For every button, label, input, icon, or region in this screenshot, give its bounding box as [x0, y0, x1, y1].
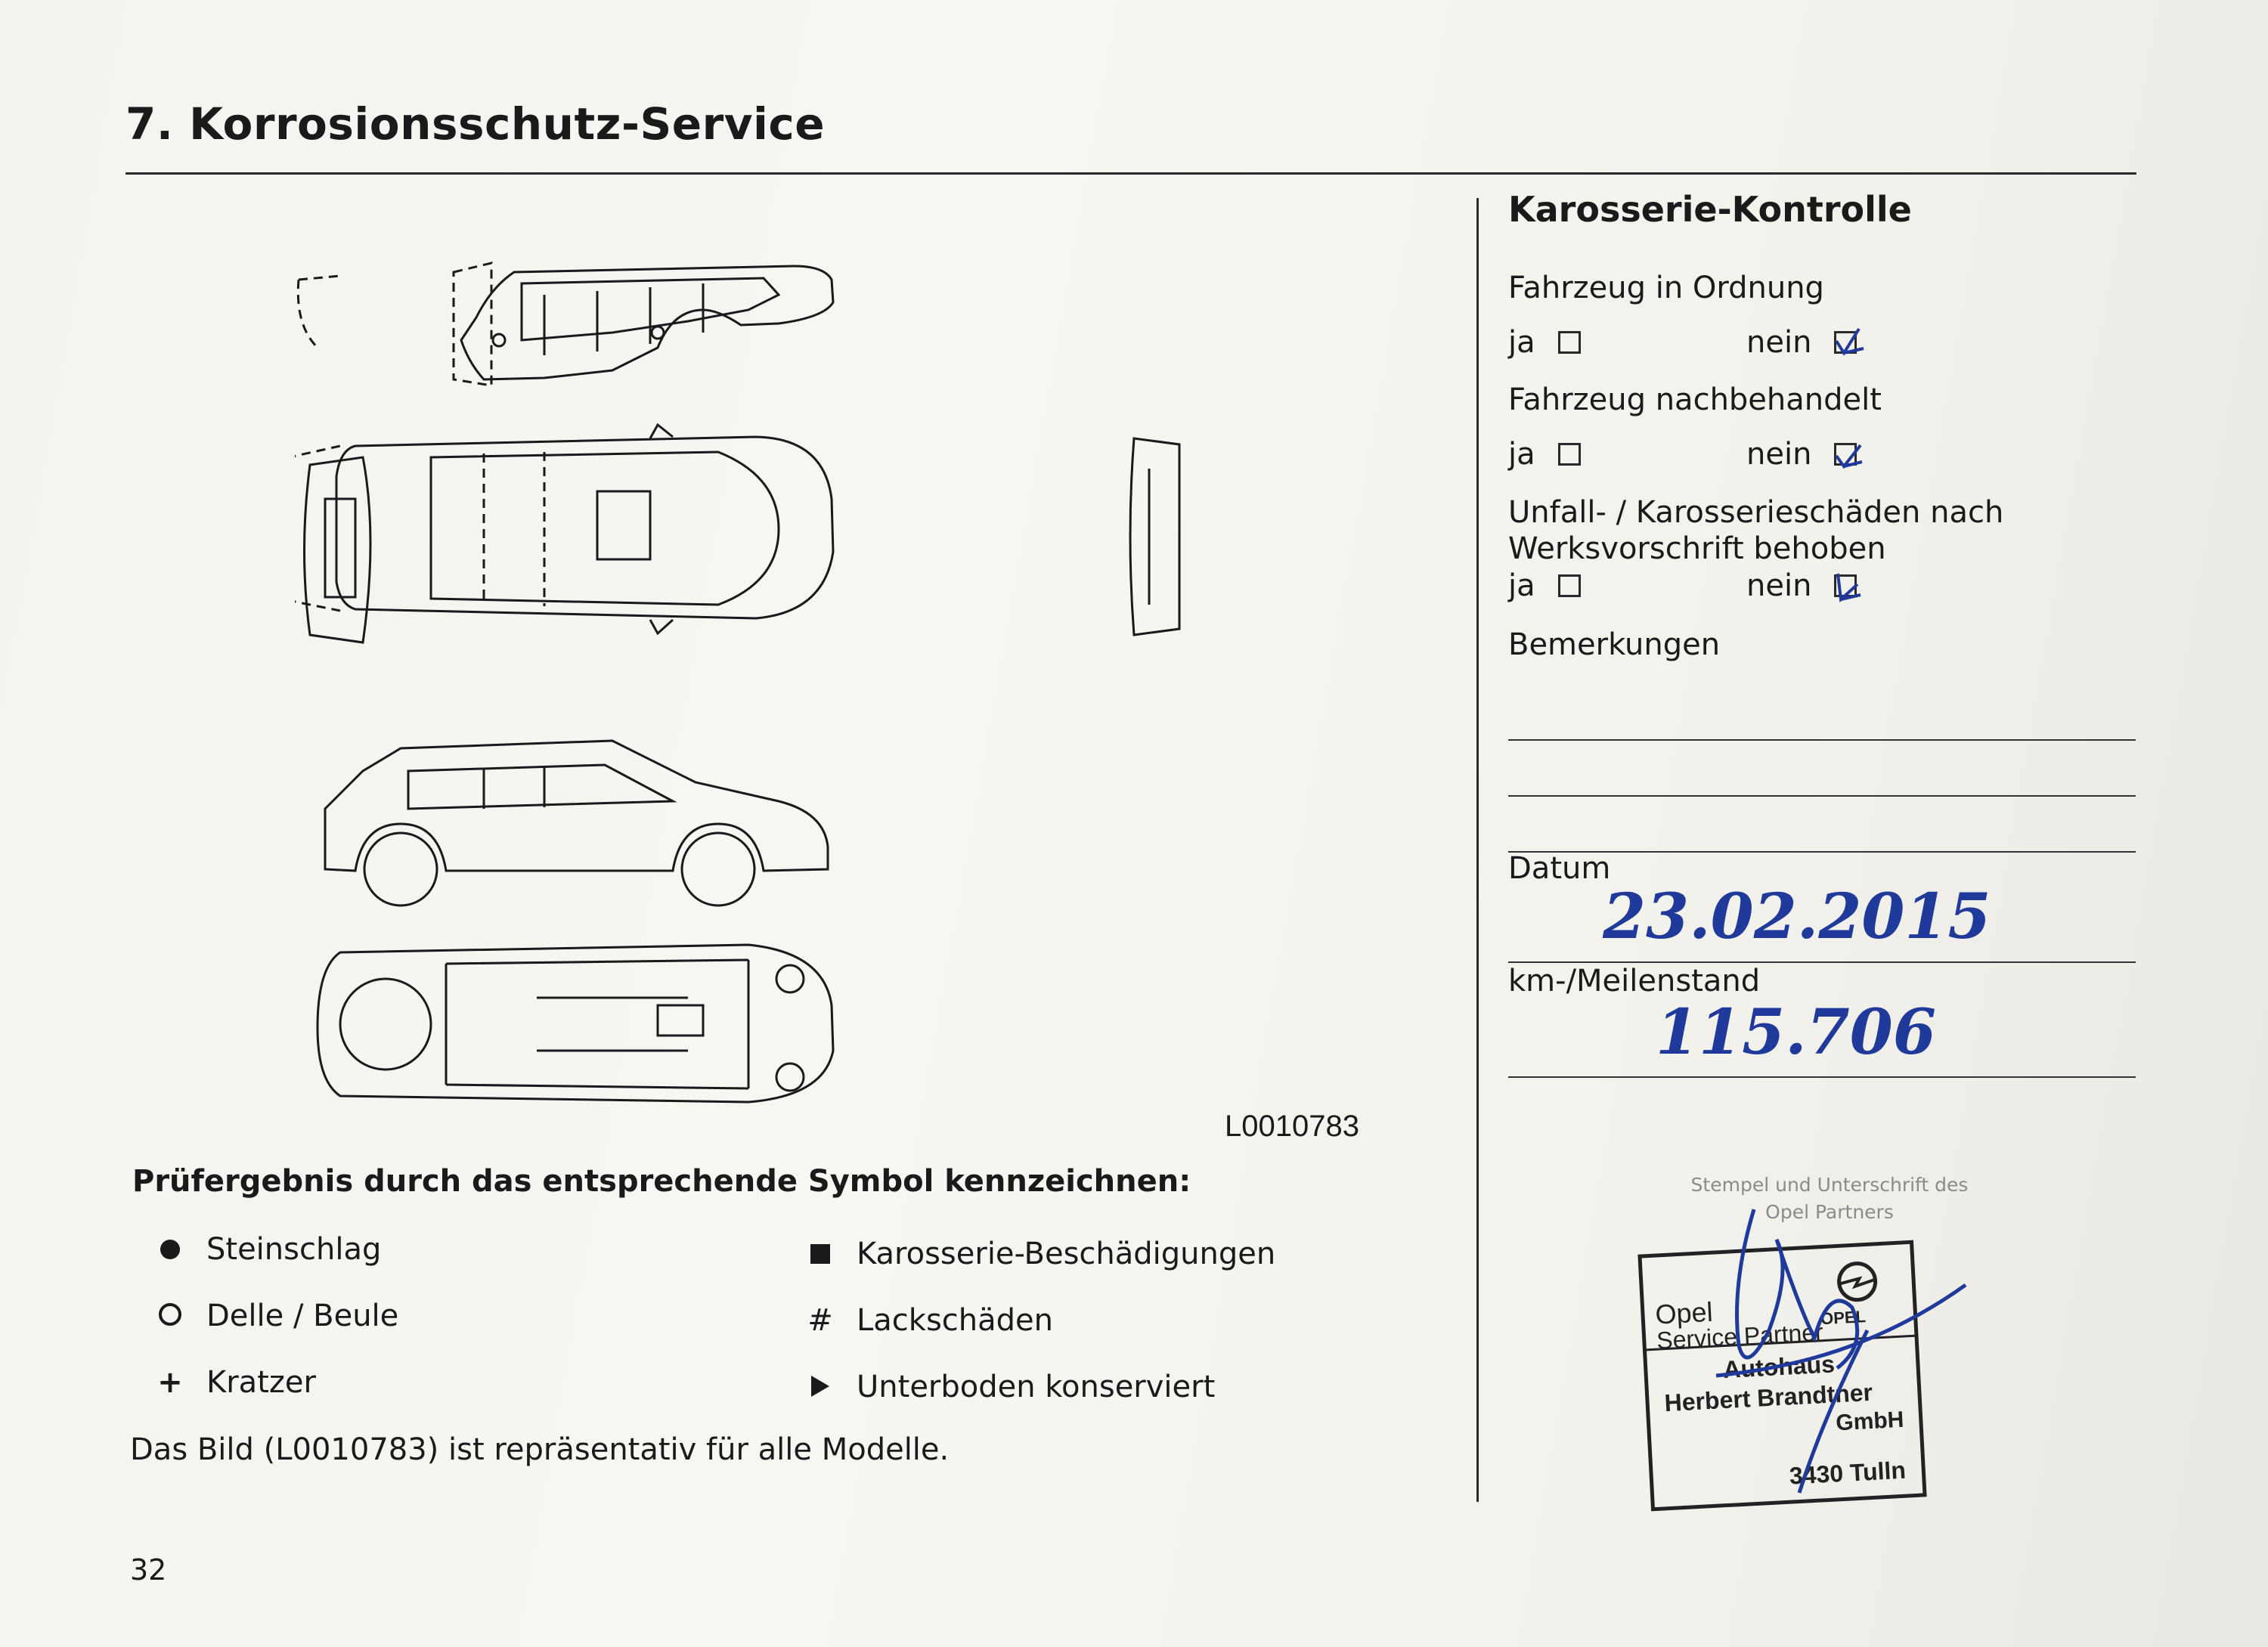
- signature-mark: [1715, 1209, 1967, 1494]
- plus-icon: +: [157, 1365, 183, 1400]
- dealer-stamp: OPEL Opel Service Partner Autohaus Herbe…: [1637, 1240, 1927, 1512]
- no-checkbox[interactable]: [1834, 443, 1863, 469]
- legend-item-delle-beule: Delle / Beule: [147, 1299, 398, 1333]
- mileage-label: km-/Meilenstand: [1508, 964, 1761, 998]
- opel-logo-icon: [1837, 1262, 1878, 1302]
- yes-label: ja: [1508, 568, 1535, 603]
- check-mark-icon: [1835, 327, 1864, 356]
- answer-row-1: ja nein: [1508, 325, 1962, 360]
- filled-square-icon: [810, 1244, 830, 1264]
- car-rear-view: [1129, 437, 1181, 636]
- legend-label: Delle / Beule: [206, 1299, 399, 1333]
- date-label: Datum: [1508, 851, 1611, 886]
- car-side-view: [324, 739, 829, 907]
- figure-code: L0010783: [1225, 1110, 1359, 1143]
- hash-icon: #: [807, 1303, 833, 1338]
- remarks-label: Bemerkungen: [1508, 627, 1721, 662]
- answer-row-2: ja nein: [1508, 437, 1962, 472]
- legend-label: Lackschäden: [857, 1303, 1053, 1338]
- remarks-line[interactable]: [1508, 851, 2136, 853]
- question-unfall-line2: Werksvorschrift behoben: [1508, 531, 1886, 566]
- legend-label: Steinschlag: [206, 1232, 382, 1267]
- column-divider: [1476, 198, 1479, 1502]
- car-plan-view: [295, 423, 835, 636]
- mileage-line: [1508, 1076, 2136, 1078]
- car-top-upper-view: [296, 262, 835, 387]
- legend-label: Kratzer: [206, 1365, 316, 1400]
- open-circle-icon: [159, 1303, 181, 1326]
- car-underbody-view: [316, 943, 835, 1104]
- legend-label: Karosserie-Beschädigungen: [857, 1237, 1276, 1271]
- mileage-value[interactable]: 115.706: [1656, 996, 1936, 1069]
- date-line: [1508, 961, 2136, 963]
- title-rule: [125, 172, 2136, 175]
- legend-item-kratzer: + Kratzer: [147, 1365, 316, 1400]
- car-front-view: [303, 456, 372, 644]
- legend-label: Unterboden konserviert: [857, 1370, 1216, 1404]
- yes-checkbox[interactable]: [1557, 331, 1581, 354]
- check-mark-icon: [1835, 444, 1863, 469]
- remarks-line[interactable]: [1508, 795, 2136, 797]
- car-body-diagram: [295, 262, 1181, 1104]
- no-label: nein: [1746, 568, 1812, 603]
- question-fahrzeug-in-ordnung: Fahrzeug in Ordnung: [1508, 271, 1824, 305]
- legend-item-steinschlag: Steinschlag: [147, 1232, 381, 1267]
- page-number: 32: [130, 1553, 167, 1587]
- yes-checkbox[interactable]: [1557, 443, 1581, 466]
- panel-title: Karosserie-Kontrolle: [1508, 189, 1912, 230]
- check-mark-icon: [1836, 573, 1861, 603]
- yes-checkbox[interactable]: [1557, 574, 1581, 597]
- yes-label: ja: [1508, 325, 1535, 360]
- no-checkbox[interactable]: [1834, 573, 1861, 603]
- yes-label: ja: [1508, 437, 1535, 472]
- triangle-icon: [811, 1376, 829, 1397]
- answer-row-3: ja nein: [1508, 568, 1962, 603]
- question-unfall-line1: Unfall- / Karosserieschäden nach: [1508, 495, 2004, 530]
- filled-dot-icon: [160, 1240, 180, 1259]
- no-checkbox[interactable]: [1834, 327, 1864, 356]
- no-label: nein: [1746, 325, 1812, 360]
- representative-note: Das Bild (L0010783) ist repräsentativ fü…: [130, 1432, 950, 1467]
- no-label: nein: [1746, 437, 1812, 472]
- question-fahrzeug-nachbehandelt: Fahrzeug nachbehandelt: [1508, 382, 1882, 417]
- page-title: 7. Korrosionsschutz-Service: [125, 98, 826, 150]
- legend-heading: Prüfergebnis durch das entsprechende Sym…: [132, 1164, 1191, 1199]
- stamp-caption: Stempel und Unterschrift des Opel Partne…: [1690, 1174, 1969, 1223]
- legend-item-karosserie: Karosserie-Beschädigungen: [798, 1237, 1275, 1271]
- date-value[interactable]: 23.02.2015: [1603, 881, 1991, 953]
- legend-item-lackschaeden: # Lackschäden: [798, 1303, 1053, 1338]
- remarks-line[interactable]: [1508, 739, 2136, 741]
- legend-item-unterboden: Unterboden konserviert: [798, 1370, 1215, 1404]
